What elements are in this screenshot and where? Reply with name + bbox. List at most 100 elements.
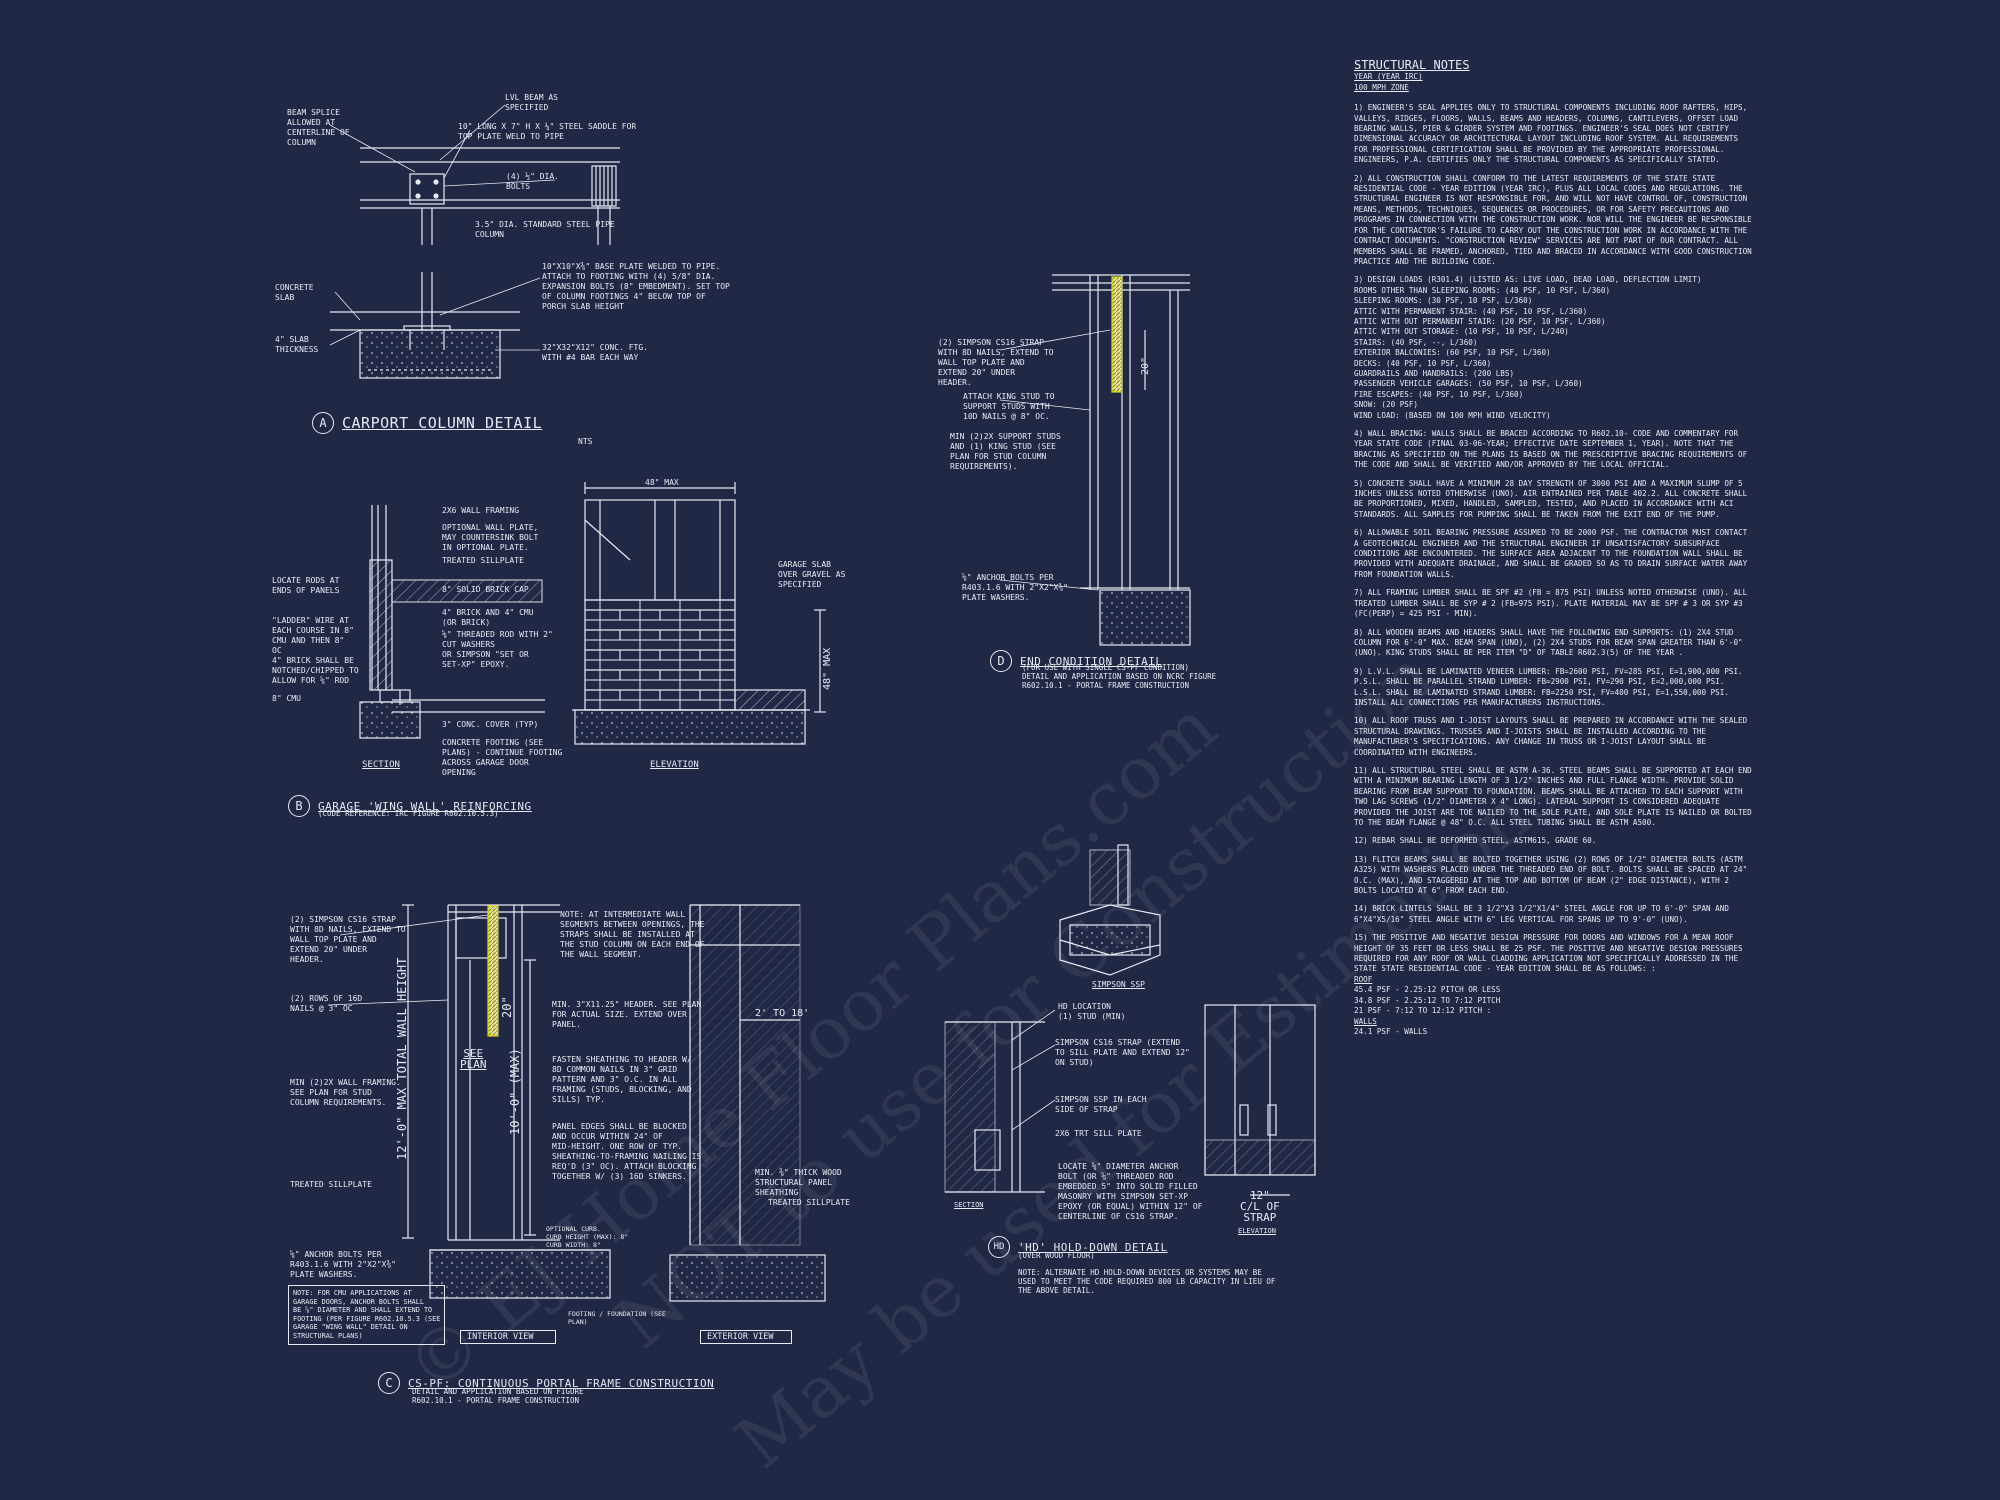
note-6: 6) ALLOWABLE SOIL BEARING PRESSURE ASSUM…: [1354, 528, 1748, 579]
detail-hd-elevation-label: ELEVATION: [1238, 1227, 1276, 1235]
detail-d-label-king: ATTACH KING STUD TO SUPPORT STUDS WITH 1…: [963, 392, 1055, 421]
detail-c-label-fasten: FASTEN SHEATHING TO HEADER W/ 8d COMMON …: [552, 1055, 692, 1104]
detail-a-scale: NTS: [578, 437, 593, 446]
note-4: 4) WALL BRACING: WALLS SHALL BE BRACED A…: [1354, 429, 1748, 470]
detail-a-label-slab: CONCRETE SLAB: [275, 283, 314, 302]
notes-title: STRUCTURAL NOTES: [1354, 58, 1470, 72]
detail-a-label-footing: 32"X32"X12" CONC. FTG. WITH #4 BAR EACH …: [542, 343, 648, 362]
detail-hd-note: NOTE: ALTERNATE HD HOLD-DOWN DEVICES OR …: [1018, 1268, 1276, 1295]
detail-hd-subtitle: (OVER WOOD FLOOR): [1018, 1251, 1095, 1260]
detail-b-title-text: GARAGE 'WING WALL' REINFORCING: [318, 799, 532, 813]
detail-a-label-saddle: 10" LONG x 7" H x ¼" STEEL SADDLE FOR TO…: [458, 122, 637, 141]
detail-b-width-dim: 48" MAX: [645, 478, 679, 487]
load-item: SLEEPING ROOMS: (30 PSF, 10 PSF, L/360): [1354, 296, 1533, 306]
detail-b-label-cmu: 8" CMU: [272, 694, 301, 703]
detail-c-label-anchor: ⅝" ANCHOR BOLTS PER R403.1.6 WITH 2"x2"x…: [290, 1250, 396, 1279]
detail-a-label-base-plate: 10"x10"x⅜" BASE PLATE WELDED TO PIPE. AT…: [542, 262, 730, 311]
detail-c-label-sillplate2: TREATED SILLPLATE: [768, 1198, 850, 1207]
detail-hd-title-text: 'HD' HOLD-DOWN DETAIL: [1018, 1240, 1168, 1254]
detail-c-exterior-view: EXTERIOR VIEW: [700, 1330, 792, 1344]
detail-d-title: D END CONDITION DETAIL: [990, 650, 1162, 672]
detail-c-dim-2to18: 2' TO 18': [755, 1008, 810, 1019]
load-item: ROOMS OTHER THAN SLEEPING ROOMS: (40 PSF…: [1354, 285, 1611, 295]
detail-b-subtitle: (CODE REFERENCE: IRC FIGURE R602.10.5.3): [318, 809, 499, 818]
detail-c-drawing: [402, 904, 826, 1302]
load-item: ATTIC WITH OUT PERMANENT STAIR: (20 PSF,…: [1354, 316, 1606, 326]
detail-b-label-ladder: "LADDER" WIRE AT EACH COURSE IN 8" CMU A…: [272, 616, 354, 655]
detail-a-label-pipe: 3.5" DIA. STANDARD STEEL PIPE COLUMN: [475, 220, 615, 239]
detail-hd-label-locate: LOCATE ⅝" DIAMETER ANCHOR BOLT (OR ⅝" TH…: [1058, 1162, 1203, 1221]
detail-b-label-wall-plate: OPTIONAL WALL PLATE, MAY COUNTERSINK BOL…: [442, 523, 539, 552]
detail-b-label-gravel: GARAGE SLAB OVER GRAVEL AS SPECIFIED: [778, 560, 846, 589]
note-5: 5) CONCRETE SHALL HAVE A MINIMUM 28 DAY …: [1354, 478, 1748, 519]
detail-c-label-cmu-note: NOTE: FOR CMU APPLICATIONS AT GARAGE DOO…: [288, 1285, 446, 1345]
detail-hd-section-label: SECTION: [954, 1201, 984, 1209]
detail-d-subtitle: (FOR USE WITH SINGLE CS-PF CONDITION) DE…: [1022, 663, 1217, 690]
walls-item: 24.1 PSF - WALLS: [1354, 1026, 1428, 1036]
load-item: WIND LOAD: (BASED ON 100 MPH WIND VELOCI…: [1354, 410, 1551, 420]
detail-hd-label-sill: 2x6 TRT SILL PLATE: [1055, 1129, 1142, 1138]
roof-item: 21 PSF - 7:12 TO 12:12 PITCH :: [1354, 1006, 1492, 1016]
detail-c-label-edges: PANEL EDGES SHALL BE BLOCKED AND OCCUR W…: [552, 1122, 702, 1181]
detail-c-label-strap: (2) SIMPSON CS16 STRAP WITH 8d NAILS, EX…: [290, 915, 406, 964]
detail-d-drawing: [1052, 274, 1191, 646]
detail-d-label-strap: (2) SIMPSON CS16 STRAP WITH 8d NAILS, EX…: [938, 338, 1054, 387]
detail-hd-drawing: [944, 844, 1316, 1196]
note-15: 15) THE POSITIVE AND NEGATIVE DESIGN PRE…: [1354, 933, 1743, 974]
detail-d-label-anchor: ⅝" ANCHOR BOLTS PER R403.1.6 WITH 2"x2"x…: [962, 573, 1068, 602]
note-7: 7) ALL FRAMING LUMBER SHALL BE SPF #2 (F…: [1354, 588, 1748, 619]
detail-a-label-bolts: (4) ½" DIA. BOLTS: [506, 172, 559, 191]
detail-hd-dim: 12" C/L OF STRAP: [1240, 1189, 1280, 1224]
load-item: ATTIC WITH OUT STORAGE: (10 PSF, 10 PSF,…: [1354, 327, 1569, 337]
load-item: STAIRS: (40 PSF, --, L/360): [1354, 337, 1478, 347]
load-item: SNOW: (20 PSF): [1354, 400, 1419, 410]
detail-d-bubble: D: [990, 650, 1012, 672]
load-item: PASSENGER VEHICLE GARAGES: (50 PSF, 10 P…: [1354, 379, 1583, 389]
detail-b-label-notched: 4" BRICK SHALL BE NOTCHED/CHIPPED TO ALL…: [272, 656, 359, 685]
note-12: 12) REBAR SHALL BE DEFORMED STEEL, ASTM6…: [1354, 836, 1597, 846]
detail-hd-title: HD 'HD' HOLD-DOWN DETAIL: [988, 1236, 1168, 1258]
detail-hd-label-hd: HD LOCATION (1) STUD (MIN): [1058, 1002, 1126, 1021]
detail-c-dim-wall: 10'-0" (MAX): [508, 1048, 522, 1135]
note-10: 10) ALL ROOF TRUSS AND I-JOIST LAYOUTS S…: [1354, 716, 1748, 757]
detail-c-title: C CS-PF: CONTINUOUS PORTAL FRAME CONSTRU…: [378, 1372, 714, 1394]
leader-lines: [327, 104, 1111, 1131]
detail-c-bubble: C: [378, 1372, 400, 1394]
detail-hd-label-ssp-each: SIMPSON SSP IN EACH SIDE OF STRAP: [1055, 1095, 1147, 1114]
detail-c-dim-total: 12'-0" MAX TOTAL WALL HEIGHT: [395, 957, 409, 1160]
notes-year: YEAR (YEAR IRC): [1354, 72, 1423, 82]
detail-d-title-text: END CONDITION DETAIL: [1020, 654, 1163, 668]
detail-b-bubble: B: [288, 795, 310, 817]
load-item: ATTIC WITH PERMANENT STAIR: (40 PSF, 10 …: [1354, 306, 1588, 316]
detail-b-label-locate-rods: LOCATE RODS AT ENDS OF PANELS: [272, 576, 340, 595]
detail-b-label-footing: CONCRETE FOOTING (SEE PLANS) - CONTINUE …: [442, 738, 563, 777]
roof-item: 45.4 PSF - 2.25:12 PITCH OR LESS: [1354, 985, 1501, 995]
notes-zone: 100 mph ZONE: [1354, 82, 1409, 92]
detail-c-label-curb: OPTIONAL CURB. CURB HEIGHT (MAX): 8" CUR…: [546, 1225, 629, 1249]
detail-hd-label-strap: SIMPSON CS16 STRAP (EXTEND TO SILL PLATE…: [1055, 1038, 1190, 1067]
detail-a-label-lvl-beam: LVL BEAM AS SPECIFIED: [505, 93, 558, 112]
detail-c-interior-view: INTERIOR VIEW: [460, 1330, 556, 1344]
detail-a-label-slab-thickness: 4" SLAB THICKNESS: [275, 335, 319, 354]
detail-b-title: B GARAGE 'WING WALL' REINFORCING: [288, 795, 532, 817]
detail-b-drawing: [359, 482, 826, 745]
detail-a-drawing: [330, 147, 620, 379]
walls-title: WALLS: [1354, 1016, 1377, 1026]
load-item: GUARDRAILS AND HANDRAILS: (200 LBS): [1354, 368, 1515, 378]
detail-a-title-text: CARPORT COLUMN DETAIL: [342, 414, 543, 432]
detail-c-label-header: MIN. 3"x11.25" HEADER. SEE PLAN FOR ACTU…: [552, 1000, 702, 1029]
detail-a-title: A CARPORT COLUMN DETAIL: [312, 412, 542, 434]
detail-a-bubble: A: [312, 412, 334, 434]
detail-hd-bubble: HD: [988, 1236, 1010, 1258]
note-9: 9) L.V.L. SHALL BE LAMINATED VENEER LUMB…: [1354, 666, 1743, 707]
detail-b-label-brick-cmu: 4" BRICK AND 4" CMU (OR BRICK): [442, 608, 534, 627]
note-11: 11) ALL STRUCTURAL STEEL SHALL BE ASTM A…: [1354, 765, 1752, 827]
detail-hd-ssp-label: SIMPSON SSP: [1092, 980, 1145, 989]
load-item: EXTERIOR BALCONIES: (60 PSF, 10 PSF, L/3…: [1354, 348, 1551, 358]
detail-c-dim-20: 20": [500, 996, 514, 1018]
detail-c-subtitle: DETAIL AND APPLICATION BASED ON FIGURE R…: [412, 1387, 584, 1405]
detail-c-label-footing: FOOTING / FOUNDATION (SEE PLAN): [568, 1310, 666, 1326]
load-item: FIRE ESCAPES: (40 PSF, 10 PSF, L/360): [1354, 389, 1524, 399]
